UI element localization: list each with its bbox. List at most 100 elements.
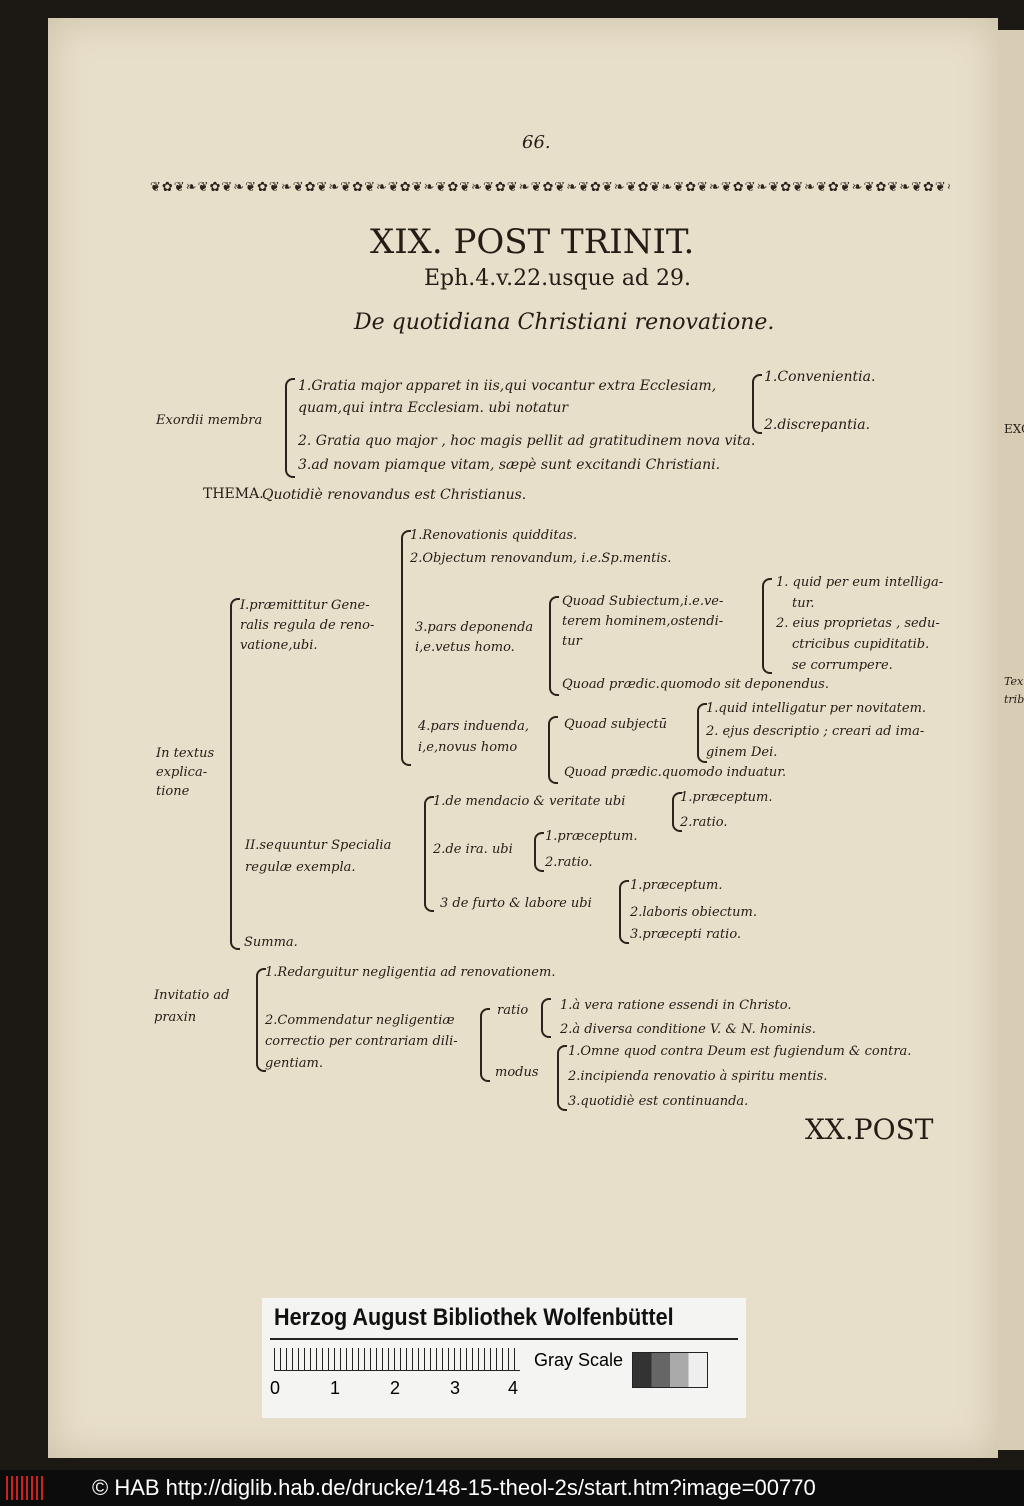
brace xyxy=(285,378,295,478)
explicatio-label: In textus xyxy=(156,746,215,761)
exordium-item: 3.ad novam piamque vitam, sæpè sunt exci… xyxy=(298,457,721,473)
deponenda-text: Quoad prædic.quomodo sit deponendus. xyxy=(562,677,829,692)
catchword: XX.POST xyxy=(805,1113,934,1146)
exordium-item: quam,qui intra Ecclesiam. ubi notatur xyxy=(298,400,569,416)
deponenda-text: terem hominem,ostendi- xyxy=(562,614,724,629)
gray-scale-label: Gray Scale xyxy=(534,1350,624,1370)
exordium-sub: 1.Convenientia. xyxy=(764,369,876,385)
p2-sub: 1.præceptum. xyxy=(630,878,723,893)
induenda-sub: 2. ejus descriptio ; creari ad ima- xyxy=(706,724,925,739)
brace xyxy=(762,578,772,674)
ruler-label: 4 xyxy=(508,1378,519,1398)
induenda-sub: 1.quid intelligatur per novitatem. xyxy=(706,701,927,716)
deponenda-sub: tur. xyxy=(792,596,815,611)
thema-text: Quotidiè renovandus est Christianus. xyxy=(262,487,527,503)
book-page xyxy=(48,18,998,1458)
part1-text: ralis regula de reno- xyxy=(240,618,375,633)
deponenda-sub: 2. eius proprietas , sedu- xyxy=(776,616,940,631)
modus-item: 2.incipienda renovatio à spiritu mentis. xyxy=(568,1069,828,1084)
page-number: 66. xyxy=(522,132,551,153)
brace xyxy=(256,968,266,1072)
p2-item: 1.de mendacio & veritate ubi xyxy=(433,794,626,809)
thema-label: THEMA. xyxy=(203,486,264,502)
brace xyxy=(230,598,240,950)
modus-item: 3.quotidiè est continuanda. xyxy=(568,1094,749,1109)
brace xyxy=(548,716,558,784)
brace xyxy=(752,374,762,434)
p1-item: 3.pars deponenda xyxy=(415,620,534,635)
induenda-text: Quoad subjectū xyxy=(564,717,668,732)
ornament-divider: ❦✿❦❧❦✿❦❧❦✿❦❧❦✿❦❧❦✿❦❧❦✿❦❧❦✿❦❧❦✿❦❧❦✿❦❧❦✿❦❧… xyxy=(150,180,950,195)
invitatio-item: gentiam. xyxy=(265,1056,323,1071)
gray-scale-patches xyxy=(632,1352,708,1388)
p1-item: 1.Renovationis quidditas. xyxy=(410,528,578,543)
p1-item: i,e.vetus homo. xyxy=(415,640,515,655)
ratio-label: ratio xyxy=(497,1003,529,1018)
brace xyxy=(557,1045,567,1111)
summa: Summa. xyxy=(244,935,298,950)
exordium-sub: 2.discrepantia. xyxy=(764,417,871,433)
modus-item: 1.Omne quod contra Deum est fugiendum & … xyxy=(568,1044,912,1059)
brace xyxy=(401,530,411,766)
p2-sub: 1.præceptum. xyxy=(545,829,638,844)
modus-label: modus xyxy=(495,1065,539,1080)
ratio-item: 2.à diversa conditione V. & N. hominis. xyxy=(560,1022,816,1037)
p2-sub: 2.laboris obiectum. xyxy=(630,905,757,920)
brace xyxy=(619,880,629,944)
part1-text: vatione,ubi. xyxy=(240,638,318,653)
p2-sub: 1.præceptum. xyxy=(680,790,773,805)
margin-fragment: Texti xyxy=(1004,675,1024,688)
exordium-item: 1.Gratia major apparet in iis,qui vocant… xyxy=(298,378,717,394)
p1-item: 4.pars induenda, xyxy=(418,719,529,734)
induenda-text: Quoad prædic.quomodo induatur. xyxy=(564,765,787,780)
p2-sub: 2.ratio. xyxy=(545,855,593,870)
part2-text: II.sequuntur Specialia xyxy=(245,838,392,853)
footer-bar: © HAB http://diglib.hab.de/drucke/148-15… xyxy=(0,1470,1024,1506)
footer-copyright[interactable]: © HAB http://diglib.hab.de/drucke/148-15… xyxy=(92,1475,816,1500)
explicatio-label: explica- xyxy=(156,765,208,780)
ruler-label: 1 xyxy=(330,1378,341,1398)
explicatio-label: tione xyxy=(156,784,190,799)
margin-fragment: EXO xyxy=(1004,422,1024,436)
deponenda-sub: se corrumpere. xyxy=(792,658,893,673)
card-divider xyxy=(270,1338,738,1340)
margin-fragment: tribu xyxy=(1004,693,1024,706)
exordium-item: 2. Gratia quo major , hoc magis pellit a… xyxy=(298,433,756,449)
invitatio-label: praxin xyxy=(154,1010,197,1025)
invitatio-label: Invitatio ad xyxy=(154,988,230,1003)
part1-text: I.præmittitur Gene- xyxy=(240,598,370,613)
brace xyxy=(534,832,544,872)
deponenda-sub: 1. quid per eum intelliga- xyxy=(776,575,944,590)
ruler-label: 0 xyxy=(270,1378,281,1398)
brace xyxy=(480,1008,490,1082)
reference-card: Herzog August Bibliothek Wolfenbüttel 0 … xyxy=(262,1298,746,1418)
ruler-label: 3 xyxy=(450,1378,461,1398)
ratio-item: 1.à vera ratione essendi in Christo. xyxy=(560,998,792,1013)
deponenda-text: Quoad Subiectum,i.e.ve- xyxy=(562,594,724,609)
deponenda-sub: ctricibus cupiditatib. xyxy=(792,637,930,652)
part2-text: regulæ exempla. xyxy=(245,860,356,875)
brace xyxy=(541,998,551,1038)
ruler-label: 2 xyxy=(390,1378,401,1398)
brace xyxy=(672,792,682,832)
invitatio-item: 1.Redarguitur negligentia ad renovatione… xyxy=(265,965,556,980)
p2-sub: 2.ratio. xyxy=(680,815,728,830)
subtitle: De quotidiana Christiani renovatione. xyxy=(354,310,775,335)
scripture-reference: Eph.4.v.22.usque ad 29. xyxy=(424,266,691,291)
invitatio-item: 2.Commendatur negligentiæ xyxy=(265,1013,455,1028)
next-page-edge xyxy=(998,30,1024,1450)
p2-sub: 3.præcepti ratio. xyxy=(630,927,742,942)
p2-item: 2.de ira. ubi xyxy=(433,842,513,857)
deponenda-text: tur xyxy=(562,634,582,649)
brace xyxy=(697,703,707,763)
card-title: Herzog August Bibliothek Wolfenbüttel xyxy=(274,1304,674,1331)
p2-item: 3 de furto & labore ubi xyxy=(440,896,592,911)
p1-item: 2.Objectum renovandum, i.e.Sp.mentis. xyxy=(410,551,672,566)
p1-item: i,e,novus homo xyxy=(418,740,518,755)
exordium-label: Exordii membra xyxy=(156,413,263,428)
hab-logo xyxy=(6,1476,46,1500)
invitatio-item: correctio per contrariam dili- xyxy=(265,1034,458,1049)
brace xyxy=(424,796,434,912)
ruler xyxy=(274,1348,520,1371)
page-title: XIX. POST TRINIT. xyxy=(370,222,695,262)
